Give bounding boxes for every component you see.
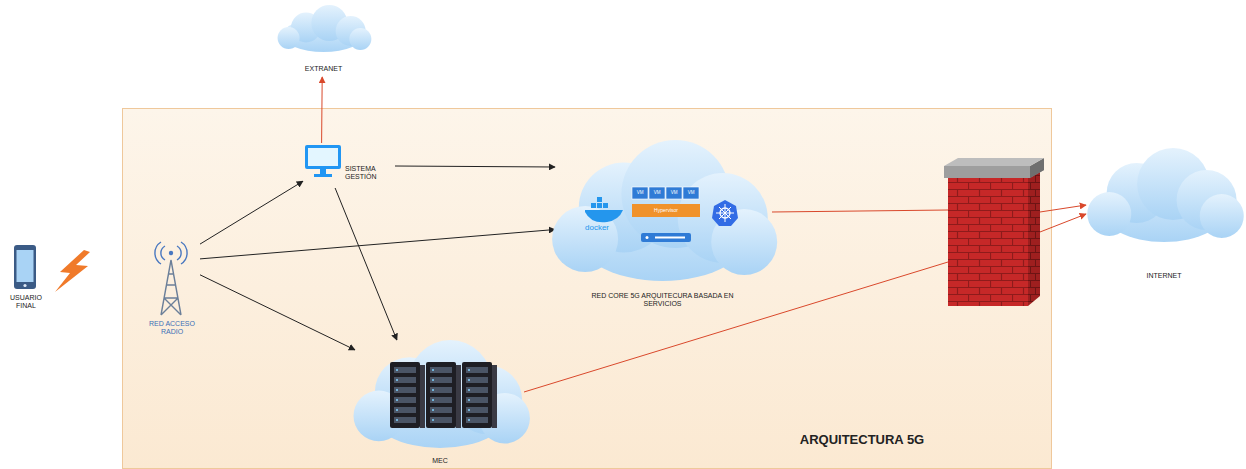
radio-signal — [55, 250, 90, 292]
arrow-connector — [200, 181, 303, 244]
arrow-connector — [200, 275, 355, 350]
arrow-connector — [321, 77, 323, 143]
mec-icon — [355, 340, 525, 455]
arrow-connector — [200, 230, 555, 259]
arrow-connector — [335, 188, 397, 340]
device-node: USUARIO FINAL — [4, 243, 50, 315]
vm-label: VM — [649, 191, 665, 196]
diagram-title: ARQUITECTURA 5G — [762, 433, 962, 448]
cloud-node: MEC — [355, 340, 527, 469]
monitor-icon — [303, 143, 343, 179]
node-label: EXTRANET — [275, 65, 372, 73]
monitor-node: SISTEMA GESTIÓN — [303, 143, 395, 188]
phone-icon — [4, 243, 48, 291]
layer-label: Hypervisor — [632, 208, 700, 213]
arrow-connector — [395, 166, 555, 167]
vm-label: VM — [632, 191, 648, 196]
core-to-firewall-line — [772, 210, 948, 212]
cloud-node: RED CORE 5G ARQUITECURA BASADA EN SERVIC… — [555, 140, 770, 325]
tower-icon — [144, 230, 200, 320]
node-label: USUARIO FINAL — [4, 294, 48, 310]
node-label: RED ACCESO RADIO — [147, 320, 197, 336]
firewall-to-internet-arrow — [1040, 205, 1086, 212]
logo-text: docker — [577, 224, 617, 232]
node-label: SISTEMA GESTIÓN — [345, 165, 393, 181]
node-label: RED CORE 5G ARQUITECURA BASADA EN SERVIC… — [585, 292, 740, 308]
vm-label: VM — [683, 191, 699, 196]
vm-label: VM — [666, 191, 682, 196]
core-icon — [555, 140, 770, 290]
firewall-to-internet-arrow — [1040, 214, 1086, 232]
firewall — [944, 158, 1044, 306]
cloud-node: INTERNET — [1088, 148, 1242, 283]
extranet-icon — [275, 5, 372, 55]
node-label: MEC — [355, 457, 525, 465]
antenna-node: RED ACCESO RADIO — [144, 230, 200, 355]
region-band: RED ACCESO RADIO SISTEMA GESTIÓN RED CORE … — [122, 108, 1052, 469]
region-background — [122, 108, 1052, 469]
mec-to-firewall-line — [524, 262, 948, 392]
cloud-node: EXTRANET — [275, 5, 374, 77]
node-label: INTERNET — [1088, 272, 1240, 280]
internet-icon — [1088, 148, 1240, 248]
